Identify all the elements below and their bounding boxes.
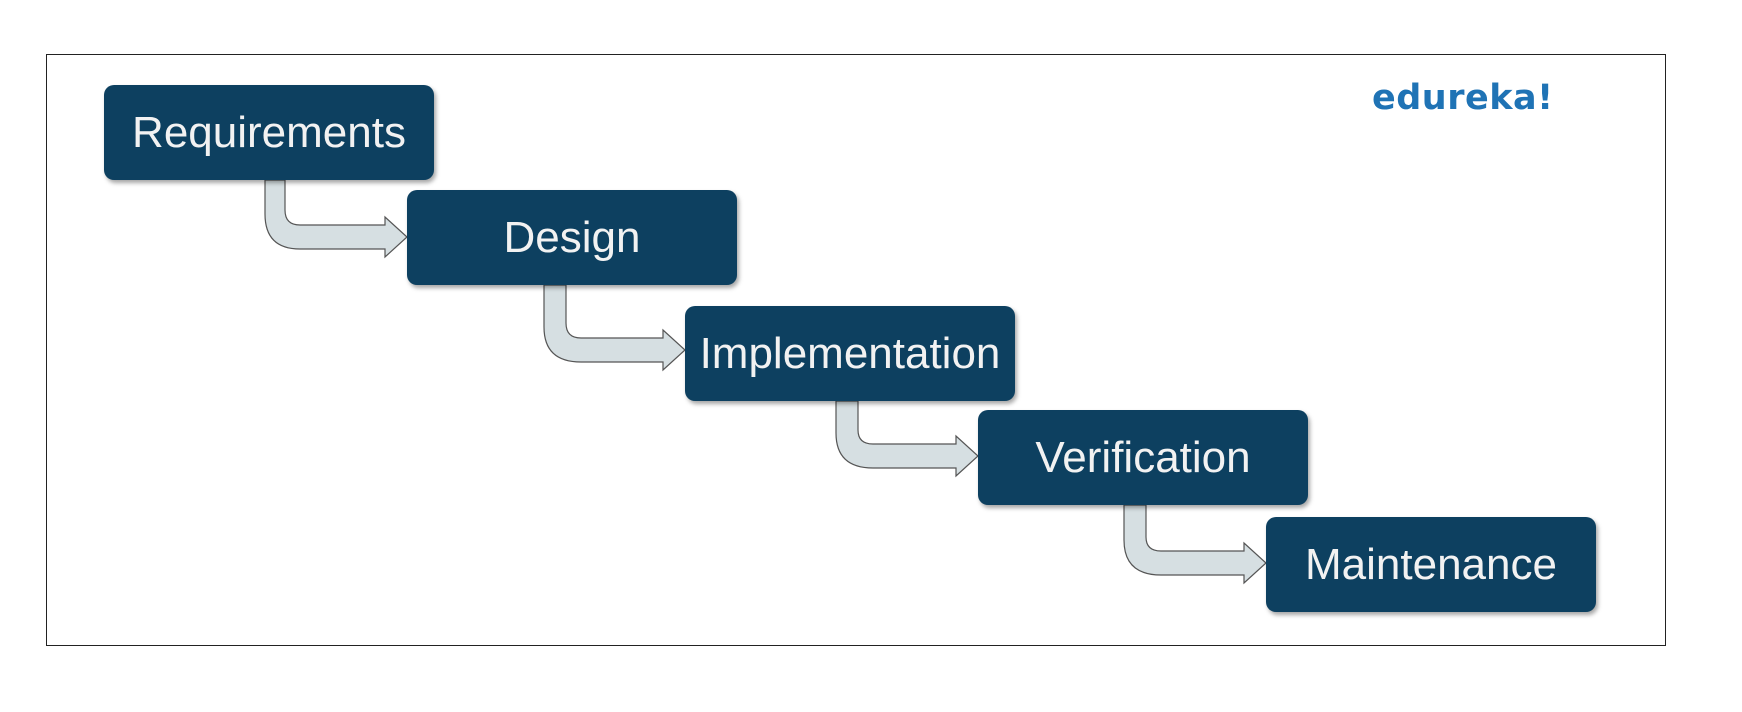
connector-arrow-verification-maintenance	[1123, 504, 1267, 585]
connector-arrow-design-implementation	[543, 284, 686, 372]
connector-arrow-requirements-design	[264, 179, 408, 259]
stage-implementation: Implementation	[685, 306, 1015, 401]
stage-label-maintenance: Maintenance	[1305, 539, 1557, 589]
stage-label-implementation: Implementation	[699, 328, 1001, 378]
stage-verification: Verification	[978, 410, 1308, 505]
stage-label-design: Design	[503, 212, 641, 262]
stage-maintenance: Maintenance	[1266, 517, 1596, 612]
connector-arrow-implementation-verification	[835, 400, 979, 478]
stage-requirements: Requirements	[104, 85, 434, 180]
stage-design: Design	[407, 190, 737, 285]
stage-label-verification: Verification	[1035, 432, 1251, 482]
edureka-logo: edureka!	[1372, 78, 1554, 118]
stage-label-requirements: Requirements	[132, 107, 406, 157]
